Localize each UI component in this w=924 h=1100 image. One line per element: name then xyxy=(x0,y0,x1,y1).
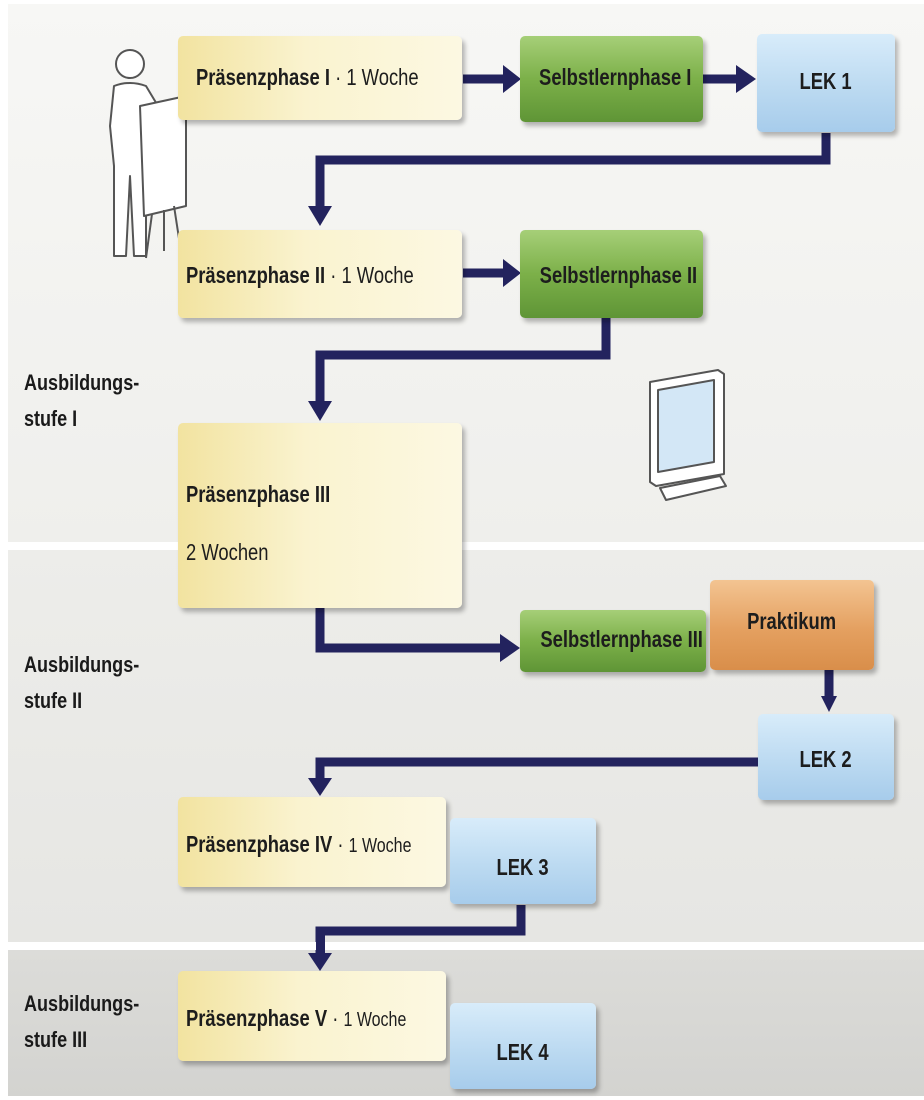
self-study-phase-2-box: Selbstlernphase II xyxy=(520,230,703,318)
arrowhead-s1 xyxy=(503,65,521,93)
exam-name: LEK 4 xyxy=(496,1039,550,1065)
arrowhead-p4 xyxy=(308,778,332,796)
phase-duration: 1 Woche xyxy=(343,1009,407,1031)
phase-name: Selbstlernphase I xyxy=(539,64,692,90)
presence-phase-4-box: Präsenzphase IV · 1 Woche xyxy=(178,797,446,887)
exam-lek4-label: LEK 4 xyxy=(450,1039,596,1066)
stage-label-1: Ausbildungs- stufe I xyxy=(24,365,139,437)
presence-phase-1-label: Präsenzphase I · 1 Woche xyxy=(196,64,419,91)
phase-name: Praktikum xyxy=(747,608,837,634)
phase-separator: · xyxy=(329,64,347,90)
arrow-lek1-p2 xyxy=(315,133,831,208)
exam-lek4-box: LEK 4 xyxy=(450,1003,596,1089)
exam-name: LEK 1 xyxy=(799,68,853,94)
stage-label-3: Ausbildungs- stufe III xyxy=(24,986,139,1058)
stage-label-line: Ausbildungs- xyxy=(24,370,140,395)
arrow-s2-p3 xyxy=(315,318,611,403)
band-divider xyxy=(0,942,924,950)
phase-separator: · xyxy=(325,262,342,288)
phase-name: Selbstlernphase II xyxy=(539,262,698,288)
phase-separator: · xyxy=(332,831,349,857)
phase-name: Präsenzphase IV xyxy=(186,831,333,857)
self-study-phase-1-box: Selbstlernphase I xyxy=(520,36,703,122)
arrowhead-s2 xyxy=(503,259,521,287)
stage-label-2: Ausbildungs- stufe II xyxy=(24,647,139,719)
presence-phase-3-duration: 2 Wochen xyxy=(186,539,269,565)
stage-label-line: Ausbildungs- xyxy=(24,652,140,677)
self-study-phase-2-label: Selbstlernphase II xyxy=(520,262,703,289)
stage-label-line: Ausbildungs- xyxy=(24,991,140,1016)
presenter-icon xyxy=(109,49,187,259)
exam-lek3-box: LEK 3 xyxy=(450,818,596,904)
computer-monitor-icon xyxy=(649,369,727,501)
exam-lek1-box: LEK 1 xyxy=(757,34,895,132)
band-divider xyxy=(0,542,924,550)
exam-name: LEK 3 xyxy=(496,854,550,880)
exam-name: LEK 2 xyxy=(799,746,853,772)
phase-name: Selbstlernphase III xyxy=(540,626,703,652)
stage-label-line: stufe III xyxy=(24,1027,88,1052)
self-study-phase-3-label: Selbstlernphase III xyxy=(520,626,706,653)
arrowhead-p5 xyxy=(308,953,332,971)
presence-phase-2-label: Präsenzphase II · 1 Woche xyxy=(186,262,414,289)
self-study-phase-1-label: Selbstlernphase I xyxy=(520,64,703,91)
arrowhead-p2 xyxy=(308,206,332,226)
self-study-phase-3-box: Selbstlernphase III xyxy=(520,610,706,672)
internship-box: Praktikum xyxy=(710,580,874,670)
exam-lek1-label: LEK 1 xyxy=(757,68,895,95)
presence-phase-4-label: Präsenzphase IV · 1 Woche xyxy=(186,831,411,858)
exam-lek2-label: LEK 2 xyxy=(758,746,894,773)
presence-phase-2-box: Präsenzphase II · 1 Woche xyxy=(178,230,462,318)
phase-name: Präsenzphase V xyxy=(186,1005,328,1031)
stage-label-line: stufe I xyxy=(24,406,78,431)
phase-name: Präsenzphase I xyxy=(196,64,330,90)
phase-duration: 1 Woche xyxy=(348,835,412,857)
arrowhead-p3 xyxy=(308,401,332,421)
arrow-p3-s3 xyxy=(315,608,502,653)
arrowhead-lek1 xyxy=(736,65,756,93)
phase-name: Präsenzphase II xyxy=(186,262,326,288)
presence-phase-3-title: Präsenzphase III xyxy=(186,481,331,507)
presence-phase-5-box: Präsenzphase V · 1 Woche xyxy=(178,971,446,1061)
connector-segment xyxy=(316,930,325,954)
phase-separator: · xyxy=(327,1005,344,1031)
arrowhead-lek2 xyxy=(821,696,837,712)
presence-phase-5-label: Präsenzphase V · 1 Woche xyxy=(186,1005,406,1032)
arrow-lek2-p4 xyxy=(315,757,758,780)
presence-phase-1-box: Präsenzphase I · 1 Woche xyxy=(178,36,462,120)
presence-phase-3-box: Präsenzphase III 2 Wochen xyxy=(178,423,462,608)
phase-duration: 1 Woche xyxy=(341,262,414,288)
exam-lek2-box: LEK 2 xyxy=(758,714,894,800)
exam-lek3-label: LEK 3 xyxy=(450,854,596,881)
internship-label: Praktikum xyxy=(710,608,874,635)
phase-duration: 1 Woche xyxy=(346,64,419,90)
stage-label-line: stufe II xyxy=(24,688,83,713)
arrowhead-s3 xyxy=(500,634,520,662)
